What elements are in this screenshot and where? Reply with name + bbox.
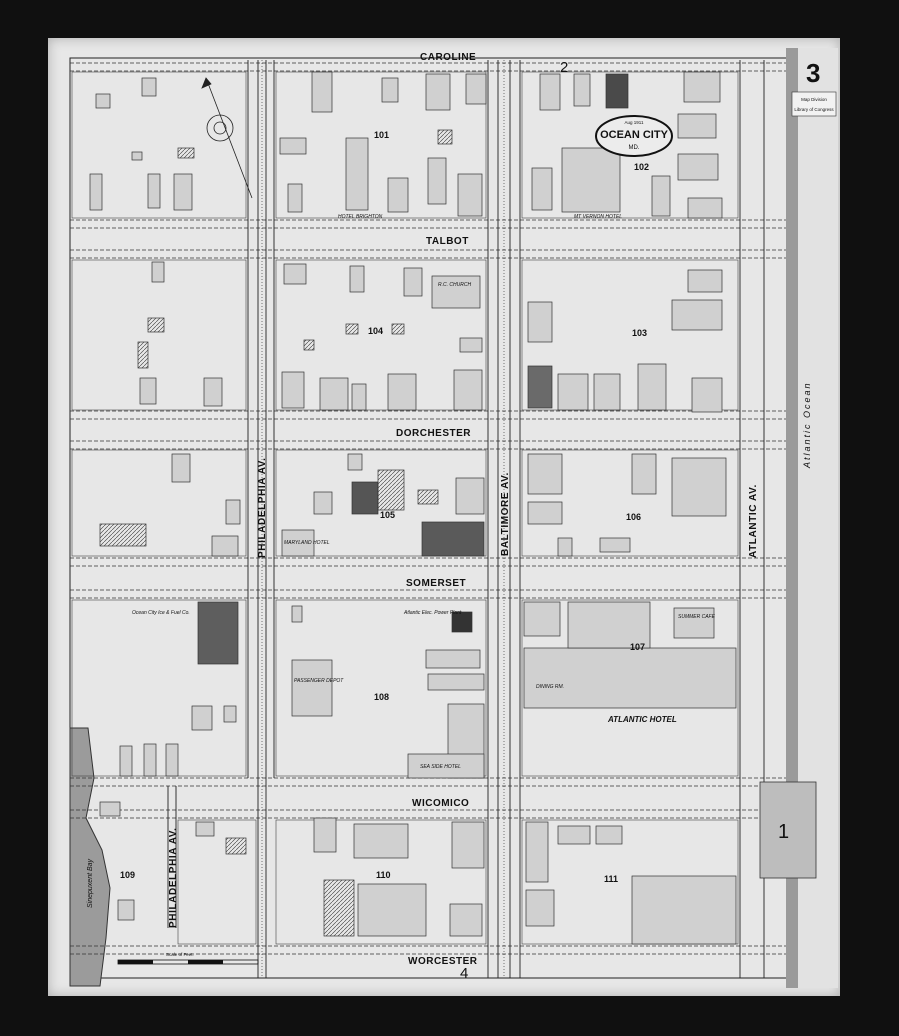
sanborn-map: Aug 1911 OCEAN CITY MD. 3 Map Division L… <box>69 48 838 988</box>
vertical-avenues <box>167 60 765 978</box>
avenue-philadelphia-lower: PHILADELPHIA AV. <box>168 827 179 928</box>
label-passenger-depot: PASSENGER DEPOT <box>294 678 344 684</box>
compass-rose <box>201 77 253 199</box>
street-talbot: TALBOT <box>426 236 469 247</box>
horizontal-streets <box>70 62 786 955</box>
label-summer-cafe: SUMMER CAFE <box>678 614 716 620</box>
building-footprints <box>89 71 737 945</box>
label-maryland-hotel: MARYLAND HOTEL <box>284 540 330 546</box>
bay-label: Sinepuxent Bay <box>87 858 94 908</box>
edge-number-right: 1 <box>778 821 789 843</box>
block-102: 102 <box>634 162 649 172</box>
street-wicomico: WICOMICO <box>412 798 469 809</box>
street-worcester: WORCESTER <box>408 956 478 967</box>
library-label-line2: Library of Congress <box>794 107 834 112</box>
block-104: 104 <box>368 326 383 336</box>
label-dining-room: DINING RM. <box>536 684 564 690</box>
block-106: 106 <box>626 512 641 522</box>
ocean-label: Atlantic Ocean <box>802 381 812 469</box>
library-box <box>791 91 837 117</box>
avenue-philadelphia-upper: PHILADELPHIA AV. <box>257 457 268 558</box>
block-107: 107 <box>630 642 645 652</box>
label-power-plant: Atlantic Elec. Power Plant <box>403 610 462 616</box>
street-dorchester: DORCHESTER <box>396 428 471 439</box>
adjacent-sheet-box <box>759 781 817 879</box>
label-rc-church: R.C. CHURCH <box>438 282 471 288</box>
label-atlantic-hotel: ATLANTIC HOTEL <box>607 715 677 724</box>
date-stamp <box>595 115 673 157</box>
edge-number-bottom: 4 <box>460 965 468 982</box>
label-ice-fuel: Ocean City Ice & Fuel Co. <box>132 610 190 616</box>
block-101: 101 <box>374 130 389 140</box>
bay-water <box>69 727 111 987</box>
block-110: 110 <box>376 870 391 880</box>
block-103: 103 <box>632 328 647 338</box>
sheet-number: 3 <box>806 58 820 88</box>
edge-number-top: 2 <box>560 59 568 76</box>
block-111: 111 <box>604 874 618 884</box>
stamp-date: Aug 1911 <box>625 120 644 125</box>
street-caroline: CAROLINE <box>420 52 476 63</box>
label-hotel-brighton: HOTEL BRIGHTON <box>338 214 383 220</box>
avenue-atlantic: ATLANTIC AV. <box>748 484 759 558</box>
avenue-baltimore: BALTIMORE AV. <box>500 472 511 556</box>
scale-label: Scale of Feet. <box>166 952 194 957</box>
label-mt-vernon-hotel: MT VERNON HOTEL <box>574 214 622 220</box>
street-somerset: SOMERSET <box>406 578 466 589</box>
scale-bar <box>117 959 259 965</box>
rail-track <box>261 60 505 978</box>
beach-strip <box>786 48 798 988</box>
stamp-city: OCEAN CITY <box>600 129 669 141</box>
label-sea-side-hotel: SEA SIDE HOTEL <box>420 764 461 770</box>
map-sheet: Aug 1911 OCEAN CITY MD. 3 Map Division L… <box>48 38 840 996</box>
block-105: 105 <box>380 510 395 520</box>
library-label-line1: Map Division <box>801 97 827 102</box>
block-outlines <box>71 71 739 945</box>
block-108: 108 <box>374 692 389 702</box>
stamp-state: MD. <box>629 145 640 151</box>
block-109: 109 <box>120 870 135 880</box>
